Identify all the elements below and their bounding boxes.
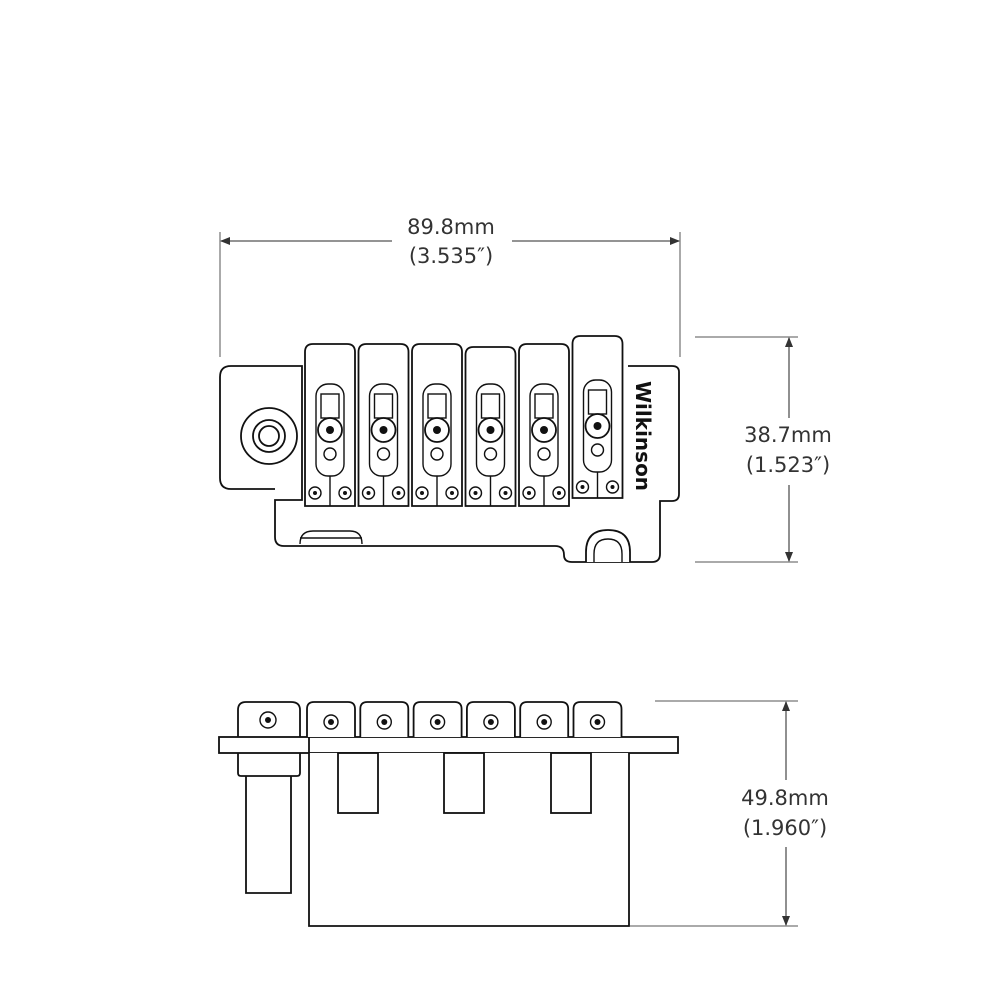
stud-side-screw-inner: [265, 717, 271, 723]
saddle-top-slot-window: [427, 393, 447, 419]
saddle-side-screw-inner: [594, 719, 601, 725]
saddles-top: [304, 335, 624, 507]
saddle-top-lock-screw-center: [433, 426, 441, 434]
saddle-top-intonation-screw-center: [503, 491, 508, 495]
saddle-side-screw-inner: [487, 719, 494, 725]
stud-side-collar: [237, 752, 301, 777]
saddle-side-2: [359, 701, 410, 737]
saddle-side-6: [572, 701, 623, 737]
saddle-top-slot-window: [373, 393, 394, 419]
saddle-top-string-hole: [376, 447, 391, 461]
saddle-top-string-hole: [430, 447, 444, 461]
saddle-top-intonation-screw-center: [557, 491, 561, 495]
saddle-top-string-hole: [590, 443, 605, 457]
saddle-top-string-hole: [537, 447, 551, 461]
saddle-top-slot-window: [587, 389, 608, 415]
saddle-top-lock-screw-center: [593, 422, 602, 430]
depth-mm-label: 38.7mm: [744, 423, 832, 447]
block-slots: [337, 752, 592, 814]
saddle-top-lock-screw-center: [326, 426, 334, 434]
stud-side-post: [245, 752, 292, 894]
saddle-top-intonation-screw-center: [610, 485, 615, 489]
saddles-side: [306, 701, 623, 737]
saddle-top-intonation-screw-center: [366, 491, 371, 495]
saddle-top-string-hole: [323, 447, 337, 461]
arm-socket-inner: [593, 538, 623, 562]
height-dimension: 49.8mm (1.960″): [630, 700, 829, 927]
width-inch-label: (3.535″): [409, 244, 493, 268]
saddle-top-slot-window: [480, 393, 501, 419]
saddle-side-screw-inner: [434, 719, 441, 725]
saddle-top-intonation-screw-center: [473, 491, 478, 495]
bridge-side-view: [218, 701, 679, 927]
mount-stud-inner: [258, 425, 280, 447]
saddle-top-intonation-screw-center: [396, 491, 401, 495]
saddle-top-2: [357, 343, 410, 507]
saddle-top-lock-screw-center: [486, 426, 495, 434]
saddle-top-slot-window: [320, 393, 340, 419]
saddle-top-intonation-screw-center: [580, 485, 585, 489]
width-mm-label: 89.8mm: [407, 215, 495, 239]
saddle-top-3: [411, 343, 463, 507]
brand-logo: Wilkinson: [631, 381, 655, 491]
saddle-side-screw-inner: [541, 719, 548, 725]
block-slot-3: [550, 752, 592, 814]
height-inch-label: (1.960″): [743, 816, 827, 840]
saddle-side-screw-inner: [381, 719, 388, 725]
bridge-top-view: Wilkinson: [219, 335, 680, 563]
width-dimension: 89.8mm (3.535″): [219, 215, 681, 357]
baseplate-side-bar: [218, 736, 679, 754]
saddle-side-3: [412, 701, 463, 737]
block-slot-1: [337, 752, 379, 814]
saddle-top-intonation-screw-center: [343, 491, 347, 495]
saddle-top-4: [464, 346, 517, 507]
depth-dimension: 38.7mm (1.523″): [695, 336, 832, 563]
saddle-top-string-hole: [483, 447, 498, 461]
saddle-top-lock-screw-center: [379, 426, 388, 434]
saddle-top-6: [571, 335, 624, 499]
saddle-top-5: [518, 343, 570, 507]
saddle-top-intonation-screw-center: [313, 491, 317, 495]
saddle-top-1: [304, 343, 356, 507]
saddle-top-intonation-screw-center: [420, 491, 424, 495]
sustain-block: [308, 753, 630, 927]
saddle-top-intonation-screw-center: [450, 491, 454, 495]
depth-inch-label: (1.523″): [746, 453, 830, 477]
height-mm-label: 49.8mm: [741, 786, 829, 810]
saddle-top-intonation-screw-center: [527, 491, 531, 495]
block-slot-2: [443, 752, 485, 814]
saddle-side-5: [519, 701, 570, 737]
saddle-top-lock-screw-center: [540, 426, 548, 434]
saddle-side-screw-inner: [328, 719, 334, 725]
saddle-side-4: [466, 701, 516, 737]
saddle-side-1: [306, 701, 356, 737]
saddle-top-slot-window: [534, 393, 554, 419]
